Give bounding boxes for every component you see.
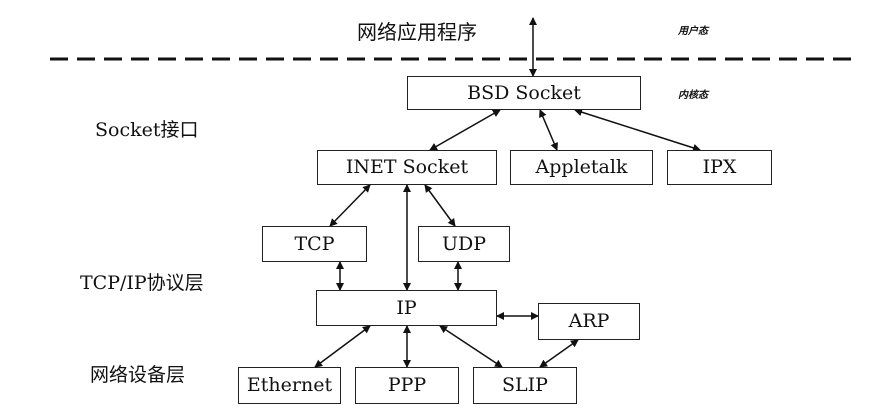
arrow-inet-tcp bbox=[329, 184, 371, 227]
arrow-ip-ethernet bbox=[314, 325, 371, 368]
tcp-box: TCP bbox=[262, 226, 367, 262]
arrow-bsd-inet bbox=[429, 109, 501, 151]
ppp-box: PPP bbox=[355, 367, 459, 404]
layer-label-socket: Socket接口 bbox=[95, 119, 199, 141]
arrow-ip-slip bbox=[439, 325, 503, 368]
inet-socket-box: INET Socket bbox=[317, 150, 497, 185]
ip-box: IP bbox=[316, 290, 497, 326]
layer-label-tcpip: TCP/IP协议层 bbox=[80, 272, 204, 294]
udp-box: UDP bbox=[418, 226, 510, 262]
arrow-inet-udp bbox=[424, 184, 456, 227]
arrow-bsd-appletalk bbox=[539, 109, 558, 151]
slip-box: SLIP bbox=[473, 367, 577, 404]
kernel-space-tag: 内核态 bbox=[678, 90, 708, 101]
bsd-socket-box: BSD Socket bbox=[407, 76, 641, 110]
arrow-bsd-ipx bbox=[574, 108, 701, 152]
appletalk-box: Appletalk bbox=[510, 150, 653, 185]
ipx-box: IPX bbox=[667, 150, 772, 185]
layer-label-network: 网络设备层 bbox=[90, 364, 186, 386]
app-label: 网络应用程序 bbox=[357, 20, 477, 44]
user-space-tag: 用户态 bbox=[678, 26, 708, 37]
arp-box: ARP bbox=[538, 303, 640, 340]
arrow-arp-slip bbox=[539, 339, 579, 368]
ethernet-box: Ethernet bbox=[238, 367, 341, 404]
